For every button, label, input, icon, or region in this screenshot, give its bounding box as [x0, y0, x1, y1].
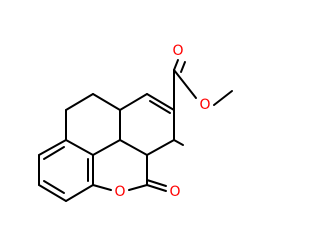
bond-ring-oxygen-right: [128, 184, 148, 191]
bond-pyranone-7: [146, 139, 175, 156]
ester-carbonyl-oxygen-label: O: [172, 43, 183, 59]
bond-benzene-2: [38, 139, 67, 156]
bond-pyranone-inner-double: [149, 100, 171, 114]
bond-ch2-3: [92, 93, 121, 111]
bond-ester-o: [173, 69, 197, 99]
bond-pyranone-3: [119, 93, 148, 111]
bond-methyl: [213, 90, 233, 106]
bond-benzene-5: [65, 184, 94, 202]
bond-benzene-1: [65, 139, 94, 156]
bond-ester-co-2: [180, 61, 186, 73]
bond-benzene-inner-1: [43, 146, 65, 160]
ester-oxygen-label: O: [199, 97, 210, 113]
chemical-structure: O O O O: [38, 43, 233, 202]
bond-pyranone-4: [146, 93, 175, 111]
carbonyl-oxygen-label: O: [169, 184, 180, 200]
bond-ester-co-1: [173, 59, 179, 71]
bond-pyranone-c-c: [119, 139, 148, 156]
ring-oxygen-label: O: [114, 184, 125, 200]
bond-ring-oxygen-left: [92, 184, 112, 191]
bond-benzene-inner-2: [43, 180, 65, 194]
bond-ch2-2: [65, 93, 94, 111]
bond-lactone-co-1: [146, 184, 167, 192]
atom-labels: O O O O: [114, 43, 210, 200]
bond-lines: [38, 59, 233, 202]
bond-pyranone-to-carbonyl: [173, 139, 184, 146]
bond-benzene-4: [38, 184, 67, 202]
bond-lactone-co-2: [146, 179, 167, 187]
bond-pyranone-2: [92, 139, 121, 156]
